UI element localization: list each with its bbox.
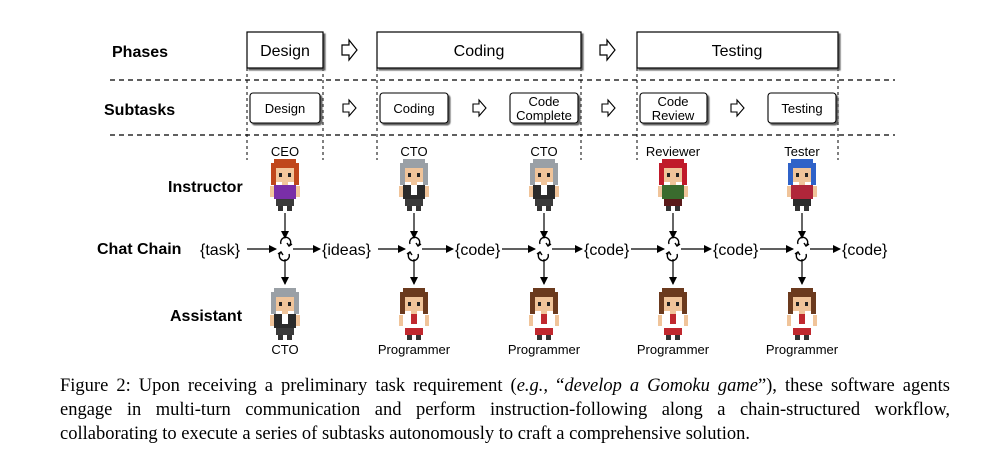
hollow-arrow-icon [730, 98, 745, 118]
subtask-box: Design [249, 92, 321, 124]
phase-label: Testing [712, 43, 763, 60]
assistant-avatar-cto [270, 288, 300, 340]
phase-box: Design [246, 31, 324, 69]
phase-label: Coding [454, 43, 505, 60]
assistant-role-label: Programmer [508, 342, 581, 357]
hollow-arrow-icon [341, 38, 358, 62]
instructor-avatar-ceo [270, 159, 300, 211]
instructor-row-label: Instructor [168, 179, 243, 196]
chain-token: {code} [842, 242, 888, 259]
chain-token: {ideas} [322, 242, 372, 259]
caption-task-example: develop a Gomoku game [564, 376, 758, 396]
instructor-role-label: CTO [400, 144, 427, 159]
subtask-box: Code Review [639, 92, 708, 124]
cycle-icon [665, 236, 681, 262]
caption-part: ”), these software agents engage in mult… [60, 376, 950, 444]
instructor-role-label: CTO [530, 144, 557, 159]
phase-box: Coding [376, 31, 582, 69]
chain-token: {code} [584, 242, 630, 259]
subtask-box: Testing [767, 92, 837, 124]
assistant-role-label: Programmer [378, 342, 451, 357]
subtask-label: Code [528, 94, 559, 109]
instructor-avatar-reviewer [658, 159, 688, 211]
assistant-avatar-programmer [529, 288, 559, 340]
phase-box: Testing [636, 31, 839, 69]
cycle-icon [277, 236, 293, 262]
instructor-role-label: CEO [271, 144, 299, 159]
subtask-box: Code Complete [509, 92, 579, 124]
hollow-arrow-icon [342, 98, 357, 118]
subtask-label: Coding [393, 101, 434, 116]
cycle-icon [794, 236, 810, 262]
subtask-label: Complete [516, 108, 572, 123]
chain-token: {task} [200, 242, 241, 259]
vertical-arrows [281, 213, 806, 285]
phases-row-label: Phases [112, 44, 168, 61]
instructor-avatar-tester [787, 159, 817, 211]
assistant-avatar-programmer [399, 288, 429, 340]
caption-eg: e.g., [516, 376, 549, 396]
caption-part: “ [548, 376, 565, 396]
subtask-label: Review [652, 108, 695, 123]
caption-part: Figure 2: Upon receiving a preliminary t… [60, 376, 517, 396]
assistant-avatar-programmer [787, 288, 817, 340]
subtask-box: Coding [379, 92, 449, 124]
subtask-label: Design [265, 101, 305, 116]
figure-caption: Figure 2: Upon receiving a preliminary t… [60, 374, 950, 446]
instructor-avatar-cto [399, 159, 429, 211]
assistant-avatar-programmer [658, 288, 688, 340]
instructor-role-label: Tester [784, 144, 820, 159]
hollow-arrow-icon [599, 38, 616, 62]
assistant-row-label: Assistant [170, 308, 243, 325]
phase-label: Design [260, 43, 310, 60]
cycle-icon [406, 236, 422, 262]
chain-token: {code} [455, 242, 501, 259]
chat-chain-diagram: Phases Subtasks Instructor Chat Chain As… [97, 31, 895, 357]
instructor-role-label: Reviewer [646, 144, 701, 159]
hollow-arrow-icon [601, 98, 616, 118]
subtasks-row-label: Subtasks [104, 102, 175, 119]
cycle-icon [536, 236, 552, 262]
instructor-avatar-cto [529, 159, 559, 211]
subtask-label: Code [657, 94, 688, 109]
chain-token: {code} [713, 242, 759, 259]
subtask-label: Testing [781, 101, 822, 116]
assistant-role-label: Programmer [766, 342, 839, 357]
chat-chain-row-label: Chat Chain [97, 241, 181, 258]
assistant-role-label: Programmer [637, 342, 710, 357]
hollow-arrow-icon [472, 98, 487, 118]
assistant-role-label: CTO [271, 342, 298, 357]
